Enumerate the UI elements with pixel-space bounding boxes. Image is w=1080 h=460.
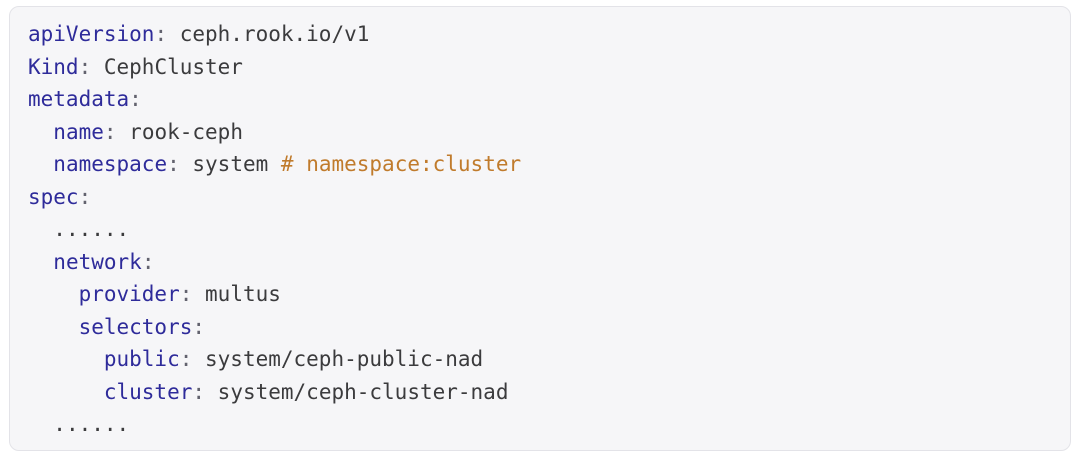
code-line: apiVersion: ceph.rook.io/v1: [28, 18, 1052, 51]
code-token-key: spec: [28, 184, 79, 209]
code-token-punct: :: [78, 184, 92, 209]
code-token-key: apiVersion: [28, 22, 155, 46]
code-token-key: provider: [78, 282, 180, 306]
code-token-punct: :: [141, 249, 155, 274]
code-line: ......: [28, 408, 1052, 441]
code-token-punct: :: [78, 54, 92, 79]
code-token-plain: system: [179, 152, 281, 176]
code-token-key: name: [53, 119, 104, 144]
code-token-key: public: [103, 347, 180, 371]
code-token-plain: multus: [192, 282, 281, 306]
code-token-key: selectors: [78, 314, 193, 339]
code-token-plain: ......: [53, 412, 130, 436]
code-token-plain: CephCluster: [91, 54, 243, 79]
code-line: network:: [28, 246, 1052, 279]
code-token-punct: :: [192, 379, 206, 404]
code-token-comment: # namespace:cluster: [280, 152, 522, 176]
code-token-punct: :: [129, 87, 142, 111]
code-token-key: Kind: [28, 54, 79, 79]
code-token-plain: rook-ceph: [116, 119, 243, 144]
code-token-plain: system/ceph-public-nad: [192, 347, 484, 371]
code-line: selectors:: [28, 311, 1052, 344]
code-token-punct: :: [103, 119, 117, 144]
code-line: namespace: system # namespace:cluster: [28, 148, 1052, 181]
code-line: Kind: CephCluster: [28, 51, 1052, 84]
code-line: public: system/ceph-public-nad: [28, 343, 1052, 376]
code-line: provider: multus: [28, 278, 1052, 311]
code-token-punct: :: [154, 22, 168, 46]
code-token-key: metadata: [28, 87, 130, 111]
code-token-punct: :: [179, 282, 193, 306]
code-token-key: cluster: [103, 379, 193, 404]
code-token-plain: ......: [53, 217, 130, 241]
code-token-key: namespace: [53, 152, 168, 176]
code-token-plain: ceph.rook.io/v1: [167, 22, 370, 46]
code-line: cluster: system/ceph-cluster-nad: [28, 376, 1052, 409]
code-token-punct: :: [167, 152, 180, 176]
code-token-plain: system/ceph-cluster-nad: [205, 379, 509, 404]
code-token-key: network: [53, 249, 142, 274]
code-token-punct: :: [192, 314, 206, 339]
code-line: ......: [28, 213, 1052, 246]
code-line: name: rook-ceph: [28, 116, 1052, 149]
code-token-punct: :: [179, 347, 193, 371]
code-line: spec:: [28, 181, 1052, 214]
code-line: metadata:: [28, 83, 1052, 116]
